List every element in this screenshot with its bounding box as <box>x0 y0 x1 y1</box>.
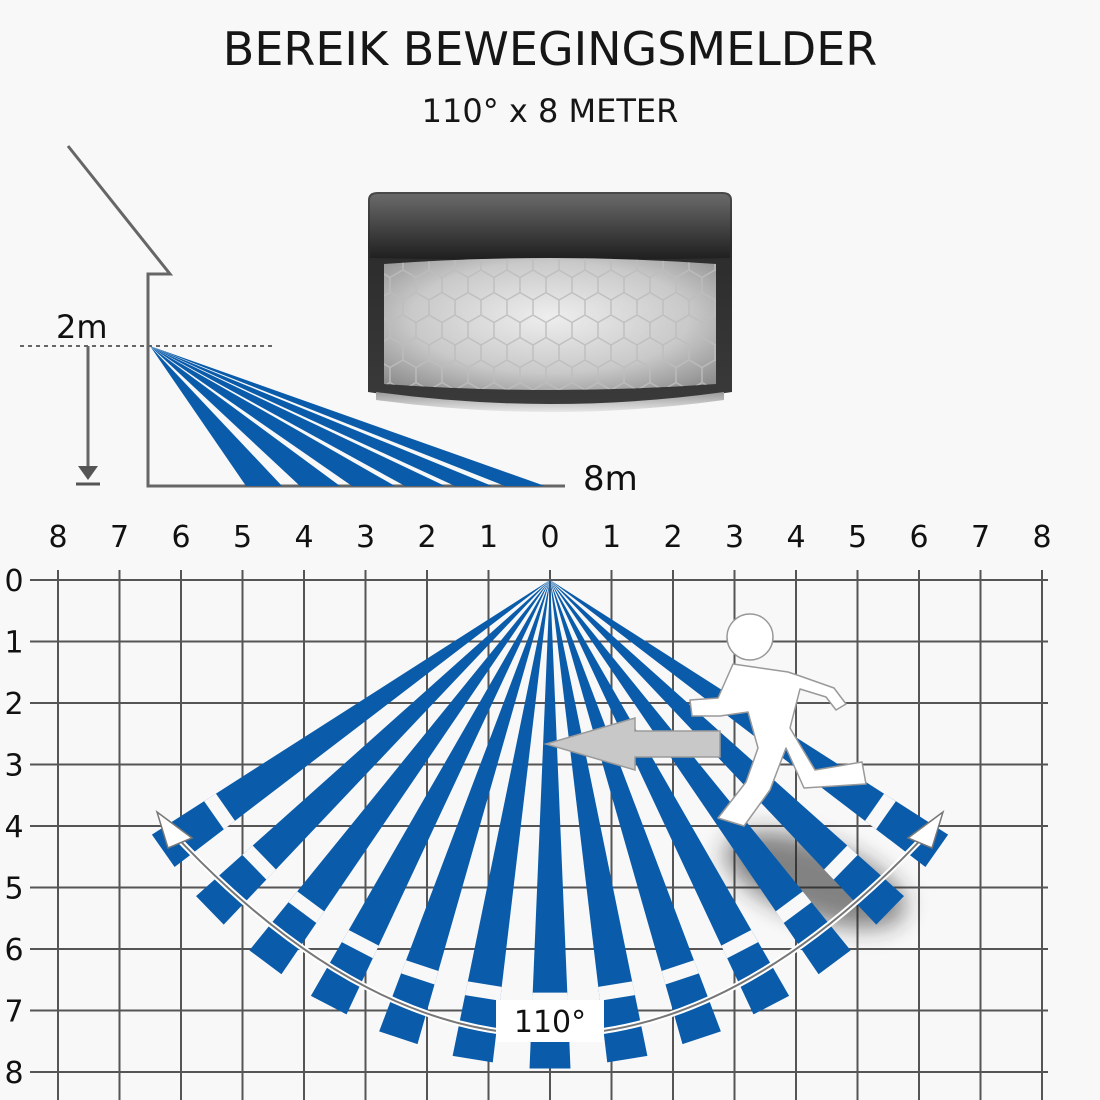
motion-sensor-icon <box>368 192 732 412</box>
x-tick-label: 4 <box>294 520 313 555</box>
x-tick-label: 8 <box>48 520 67 555</box>
detection-beam <box>550 580 721 1045</box>
side-beam <box>150 346 340 486</box>
side-beam <box>150 346 545 486</box>
x-tick-label: 5 <box>233 520 252 555</box>
y-tick-label: 3 <box>4 749 23 784</box>
house-wall-icon <box>66 145 565 488</box>
detection-beam <box>550 580 949 868</box>
beam-gap <box>865 793 896 830</box>
detection-beam <box>452 580 550 1063</box>
x-tick-label: 6 <box>909 520 928 555</box>
detection-beam <box>529 580 571 1069</box>
y-tick-label: 7 <box>4 995 23 1030</box>
beam-gap <box>242 845 276 880</box>
y-tick-label: 1 <box>4 626 23 661</box>
y-tick-label: 8 <box>4 1056 23 1091</box>
beam-gap <box>661 960 699 985</box>
beam-gap <box>204 793 235 830</box>
x-tick-label: 3 <box>725 520 744 555</box>
side-view: 2m 8m <box>20 145 638 499</box>
beam-gap <box>824 845 858 880</box>
detection-beam <box>550 580 851 975</box>
height-arrow-head <box>78 466 98 480</box>
beam-gap <box>401 960 439 985</box>
beam-gap <box>775 891 812 923</box>
x-axis-ticks: 8 7 6 5 4 3 2 1 0 1 2 3 4 5 6 7 8 <box>48 520 1051 555</box>
beam-gap <box>341 929 379 959</box>
x-tick-label: 1 <box>479 520 498 555</box>
x-tick-label: 0 <box>540 520 559 555</box>
x-tick-label: 5 <box>848 520 867 555</box>
detection-beam <box>196 580 550 925</box>
detection-beam <box>310 580 550 1015</box>
height-label: 2m <box>56 308 108 346</box>
page-subtitle: 110° x 8 METER <box>421 92 679 130</box>
y-tick-label: 0 <box>4 564 23 599</box>
angle-label: 110° <box>514 1005 586 1040</box>
detection-beam <box>550 580 904 925</box>
y-tick-label: 5 <box>4 872 23 907</box>
x-tick-label: 8 <box>1032 520 1051 555</box>
x-tick-label: 2 <box>417 520 436 555</box>
detection-beams <box>151 580 949 1069</box>
page-title: BEREIK BEWEGINGSMELDER <box>222 22 878 76</box>
beam-gap <box>598 981 635 1001</box>
side-beam <box>150 346 445 486</box>
side-beam <box>150 346 492 486</box>
x-tick-label: 4 <box>786 520 805 555</box>
side-beams <box>150 346 545 486</box>
side-beam <box>150 346 395 486</box>
left-arrow-icon <box>543 716 721 772</box>
side-beam <box>150 346 282 486</box>
angle-label-bg <box>496 1000 604 1042</box>
detection-beam <box>550 580 790 1015</box>
top-view: 8 7 6 5 4 3 2 1 0 1 2 3 4 5 6 7 8 0 1 2 3 4 5 6 7 8 110° <box>4 520 1052 1100</box>
y-axis-ticks: 0 1 2 3 4 5 6 7 8 <box>4 564 23 1091</box>
y-tick-label: 6 <box>4 933 23 968</box>
beam-gap <box>721 929 759 959</box>
x-tick-label: 6 <box>171 520 190 555</box>
x-tick-label: 7 <box>110 520 129 555</box>
detection-beam <box>249 580 550 975</box>
detection-beam <box>379 580 550 1045</box>
running-person-icon <box>689 613 867 827</box>
detection-beam <box>550 580 648 1063</box>
range-label: 8m <box>583 459 638 499</box>
arc-arrowhead-left <box>155 810 194 850</box>
x-tick-label: 7 <box>971 520 990 555</box>
x-tick-label: 3 <box>356 520 375 555</box>
y-tick-label: 2 <box>4 687 23 722</box>
arc-arrowhead-right <box>906 810 945 850</box>
y-tick-label: 4 <box>4 810 23 845</box>
x-tick-label: 1 <box>602 520 621 555</box>
beam-gap <box>288 891 325 923</box>
detection-beam <box>151 580 551 868</box>
x-tick-label: 2 <box>663 520 682 555</box>
beam-gap <box>465 981 502 1001</box>
